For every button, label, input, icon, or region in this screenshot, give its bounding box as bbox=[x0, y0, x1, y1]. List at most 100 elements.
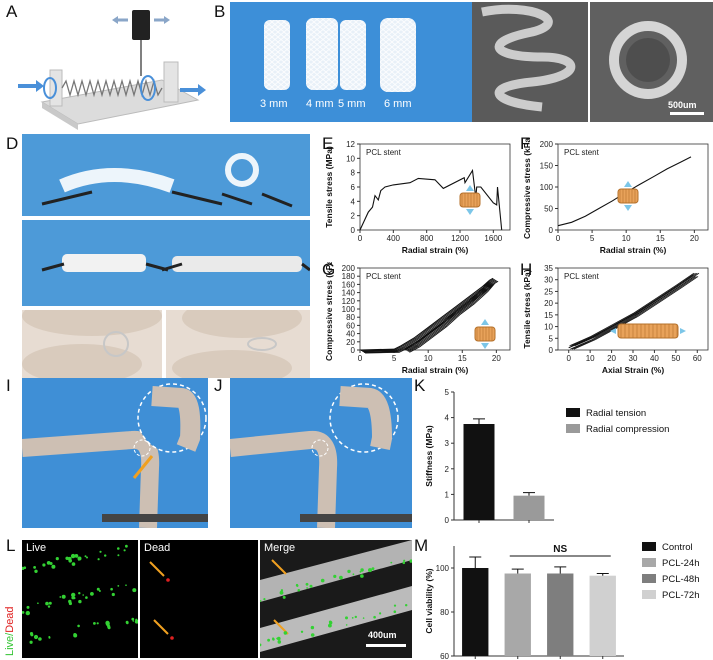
legend-label: PCL-48h bbox=[662, 574, 700, 585]
x-tick-label: 50 bbox=[671, 354, 680, 363]
live-cell bbox=[333, 574, 337, 578]
rotation-arrow-icon bbox=[43, 77, 57, 99]
data-line-cycle bbox=[364, 280, 498, 353]
y-tick-label: 1 bbox=[445, 490, 450, 499]
live-cell bbox=[279, 590, 284, 595]
indicator-arrow-icon bbox=[153, 619, 169, 635]
live-cell bbox=[368, 568, 372, 573]
live-cell bbox=[405, 604, 408, 607]
live-cell bbox=[90, 592, 94, 596]
panel-label-h: H bbox=[520, 260, 533, 279]
size-label-6mm: 6 mm bbox=[384, 98, 412, 110]
legend-swatch bbox=[642, 558, 656, 567]
live-cell bbox=[339, 575, 343, 580]
data-line-cycle bbox=[572, 272, 698, 347]
x-tick-label: 1200 bbox=[451, 234, 469, 243]
x-tick-label: 5 bbox=[590, 234, 595, 243]
panel-label-j: J bbox=[214, 376, 223, 395]
stent-icon bbox=[617, 181, 639, 211]
live-cell bbox=[30, 633, 34, 637]
legend-swatch bbox=[566, 424, 580, 433]
bar bbox=[547, 573, 574, 656]
live-cell bbox=[125, 621, 129, 625]
live-cell bbox=[393, 604, 397, 607]
live-cell bbox=[362, 617, 365, 619]
live-cell bbox=[26, 605, 30, 609]
legend-label: Radial compression bbox=[586, 424, 669, 435]
x-tick-label: 1600 bbox=[484, 234, 502, 243]
live-cell bbox=[37, 602, 39, 604]
stent-icon bbox=[459, 185, 481, 215]
x-tick-label: 0 bbox=[358, 234, 363, 243]
live-cell bbox=[283, 631, 288, 635]
sem-top-image: 500um bbox=[590, 2, 713, 122]
live-cell bbox=[117, 554, 120, 557]
rotation-arrow-icon bbox=[140, 75, 156, 101]
stent-in-tube-photo-i bbox=[22, 378, 208, 528]
y-axis-label: Compressive stress (kPa) bbox=[522, 138, 532, 239]
live-cell bbox=[38, 637, 42, 641]
live-cell bbox=[125, 584, 127, 586]
bar bbox=[589, 575, 616, 656]
stent-in-tube-photo-j bbox=[230, 378, 412, 528]
live-cell bbox=[300, 630, 304, 633]
live-cell bbox=[267, 638, 270, 642]
force-arrow-icon bbox=[624, 205, 632, 211]
data-line-cycle bbox=[361, 279, 496, 352]
live-cell bbox=[22, 566, 25, 570]
merge-image: Merge 400um bbox=[260, 540, 412, 658]
live-cell bbox=[71, 592, 76, 598]
live-cell bbox=[65, 556, 69, 560]
live-cell bbox=[379, 612, 382, 615]
live-cell bbox=[329, 621, 333, 625]
force-arrow-icon bbox=[466, 185, 474, 191]
live-cell bbox=[123, 549, 126, 552]
legend-swatch bbox=[642, 542, 656, 551]
live-cell bbox=[78, 592, 81, 595]
live-cell bbox=[42, 563, 46, 567]
sem-side-image bbox=[472, 2, 588, 122]
dead-label: Dead bbox=[144, 542, 171, 554]
live-cell bbox=[25, 610, 30, 616]
y-axis-label: Cell viability (%) bbox=[424, 568, 434, 633]
force-arrow-icon bbox=[610, 328, 616, 334]
live-cell bbox=[305, 582, 309, 586]
live-cell bbox=[98, 590, 101, 592]
data-line bbox=[359, 168, 503, 231]
live-cell bbox=[132, 588, 137, 593]
live-dead-side-label: Live/Dead bbox=[4, 606, 16, 656]
live-cell bbox=[297, 589, 301, 592]
fluor-scalebar-label: 400um bbox=[368, 630, 397, 640]
plot-annotation: PCL stent bbox=[366, 272, 402, 281]
right-support bbox=[163, 61, 179, 103]
stent-bending-photo bbox=[22, 134, 310, 216]
x-tick-label: 20 bbox=[492, 354, 501, 363]
live-cell bbox=[132, 620, 135, 622]
force-arrow-icon bbox=[481, 319, 489, 325]
live-cell bbox=[131, 617, 135, 621]
spring-coil bbox=[61, 78, 163, 98]
side-live-text: Live bbox=[4, 635, 16, 656]
y-tick-label: 120 bbox=[342, 297, 356, 306]
stent-stretching-photo bbox=[22, 220, 310, 306]
x-tick-label: 15 bbox=[458, 354, 467, 363]
plot-annotation: PCL stent bbox=[366, 148, 402, 157]
y-tick-label: 0 bbox=[351, 226, 356, 235]
y-tick-label: 180 bbox=[342, 272, 356, 281]
panel-label-i: I bbox=[6, 376, 11, 395]
side-dead-text: Dead bbox=[4, 606, 16, 633]
live-cell bbox=[34, 569, 38, 573]
force-arrow-icon bbox=[624, 181, 632, 187]
x-axis-label: Radial strain (%) bbox=[402, 245, 469, 255]
live-cell bbox=[68, 601, 72, 606]
live-cell bbox=[47, 605, 51, 608]
live-cell bbox=[277, 640, 282, 644]
indicator-arrow-icon bbox=[149, 561, 165, 577]
legend-swatch bbox=[642, 574, 656, 583]
bar bbox=[513, 495, 545, 520]
y-tick-label: 3 bbox=[445, 439, 450, 448]
y-tick-label: 5 bbox=[549, 334, 554, 343]
